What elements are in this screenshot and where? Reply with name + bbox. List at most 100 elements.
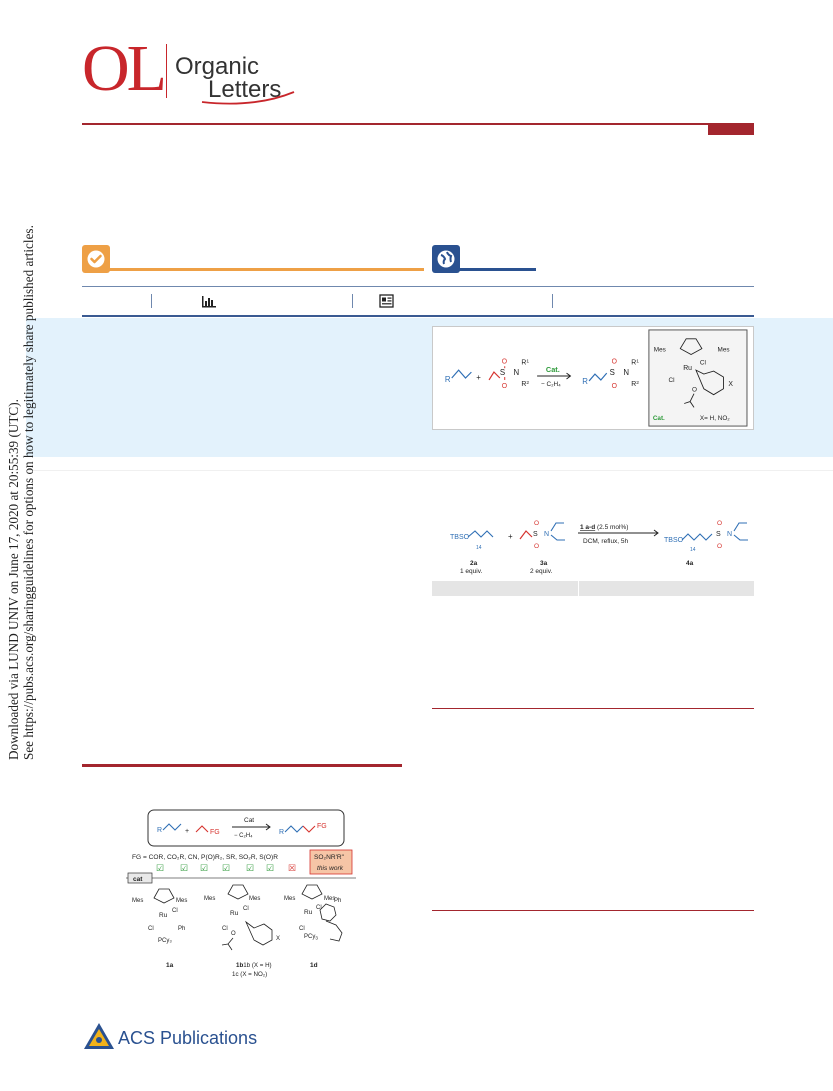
svg-text:N: N [727,531,732,538]
metrics-bottom-rule [82,315,754,317]
svg-text:O: O [612,383,617,390]
svg-text:S: S [500,368,505,377]
fig-ethylene: − C₂H₄ [234,833,253,839]
svg-text:N: N [544,531,549,538]
svg-text:O: O [612,358,617,365]
fig-fg-right: FG [317,823,327,830]
figure-top-rule [82,764,402,767]
figure-1-graphic: R + FG Cat − C₂H₄ R FG FG = COR, CO₂R, C… [126,809,356,978]
svg-text:Mes: Mes [324,896,335,902]
toc-catalyst-label: Cat. [653,415,665,422]
svg-text:Mes: Mes [204,896,215,902]
article-recommendations-icon[interactable] [379,294,394,308]
check-icon: ☑ [156,863,164,873]
fig-r-label: R [157,827,162,834]
journal-name-line1: Organic [175,53,260,80]
scheme-condition-line2: DCM, reflux, 5h [583,538,629,545]
scheme-plus: + [508,532,513,541]
fig-1a-cl: Cl [172,908,178,914]
compound-2a-label: 2a [470,560,478,567]
globe-icon[interactable] [432,245,460,273]
metrics-top-rule [82,286,754,287]
svg-text:Cl: Cl [669,377,675,384]
svg-text:O: O [692,387,697,394]
open-access-bar [458,268,536,271]
svg-text:R: R [279,829,284,836]
logo-swoosh-icon [201,91,295,105]
toc-x-definition: X= H, NO₂ [700,415,730,422]
fig-fg-list: FG = COR, CO₂R, CN, P(O)R₂, SR, SO₂R, S(… [132,854,278,861]
toc-r-label: R [445,375,451,384]
band-divider [26,470,833,471]
table2-bottom-rule [432,910,754,911]
fig-plus: + [185,828,189,835]
scheme-subscript-14: 14 [476,545,482,551]
fig-cat-box-label: cat [133,876,143,883]
svg-text:O: O [502,383,507,390]
svg-text:Ru: Ru [230,910,239,917]
table-bottom-rule [432,708,754,709]
fig-1a-label: 1a [166,962,174,969]
svg-text:Ph: Ph [334,898,341,904]
svg-text:14: 14 [690,547,696,553]
acs-publications-wordmark[interactable]: ACS Publications [118,1028,258,1048]
compound-3a-equiv: 2 equiv. [530,568,552,575]
svg-text:O: O [534,543,539,550]
watermark-line1: Downloaded via LUND UNIV on June 17, 202… [6,399,21,760]
svg-text:PCy3: PCy3 [304,934,318,941]
toc-r2-label: R2 [521,380,529,388]
svg-text:O: O [502,358,507,365]
svg-text:S: S [716,531,721,538]
svg-text:S: S [533,531,538,538]
svg-text:R: R [582,377,588,386]
svg-text:Mes: Mes [284,896,295,902]
metrics-bar-chart-icon[interactable] [201,294,217,308]
svg-text:Cl: Cl [243,906,249,912]
svg-text:O: O [717,520,722,527]
acs-logo-icon [84,1023,114,1049]
fig-highlight-line2: this work [317,865,344,872]
fig-1c-label: 1c (X = NO₂) [232,971,267,978]
fig-highlight-line1: SO₂NR'R" [314,854,345,861]
check-icon: ☑ [180,863,188,873]
check-icon: ☑ [200,863,208,873]
svg-text:Mes: Mes [176,898,187,904]
header-rule [82,123,754,125]
authorchoice-bar [108,268,424,271]
svg-text:Cl: Cl [299,926,305,932]
svg-text:Cl: Cl [222,926,228,932]
fig-1a-ph: Ph [178,926,185,932]
compound-4a-label: 4a [686,560,694,567]
svg-text:O: O [231,931,236,937]
scheme-tbso-left: TBSO [450,534,470,541]
journal-name-line2: Letters [208,76,282,103]
toc-x-sub: X [728,381,733,388]
check-icon: ☑ [222,863,230,873]
acs-authorchoice-check-icon[interactable] [82,245,110,273]
svg-text:TBSO: TBSO [664,537,684,544]
svg-text:R2: R2 [631,380,639,388]
fig-1b-label: 1b1b (X = H) [236,962,272,969]
toc-mes-right: Mes [718,347,730,354]
cross-icon: ☒ [288,863,296,873]
toc-ethylene-label: − C₂H₄ [541,381,561,388]
metrics-divider [151,294,152,308]
svg-text:R1: R1 [631,358,639,366]
table-header-divider [578,581,579,596]
fig-arrow-cat: Cat [244,817,254,824]
fig-fg-left: FG [210,829,220,836]
toc-ru-label: Ru [683,365,692,372]
compound-3a-label: 3a [540,560,548,567]
check-icon: ☑ [266,863,274,873]
header-tab [708,123,754,135]
svg-text:Cl: Cl [148,926,154,932]
toc-graphic: R + S O O N R1 R2 Cat. − C₂H₄ R S O O N … [432,326,754,430]
metrics-divider [552,294,553,308]
toc-r1-label: R1 [521,358,529,366]
svg-text:O: O [717,543,722,550]
svg-text:N: N [514,368,520,377]
journal-logo-abbrev: OL [82,32,167,105]
svg-text:Mes: Mes [249,896,260,902]
toc-cl-upper: Cl [700,359,706,366]
svg-text:Cl: Cl [316,905,322,911]
